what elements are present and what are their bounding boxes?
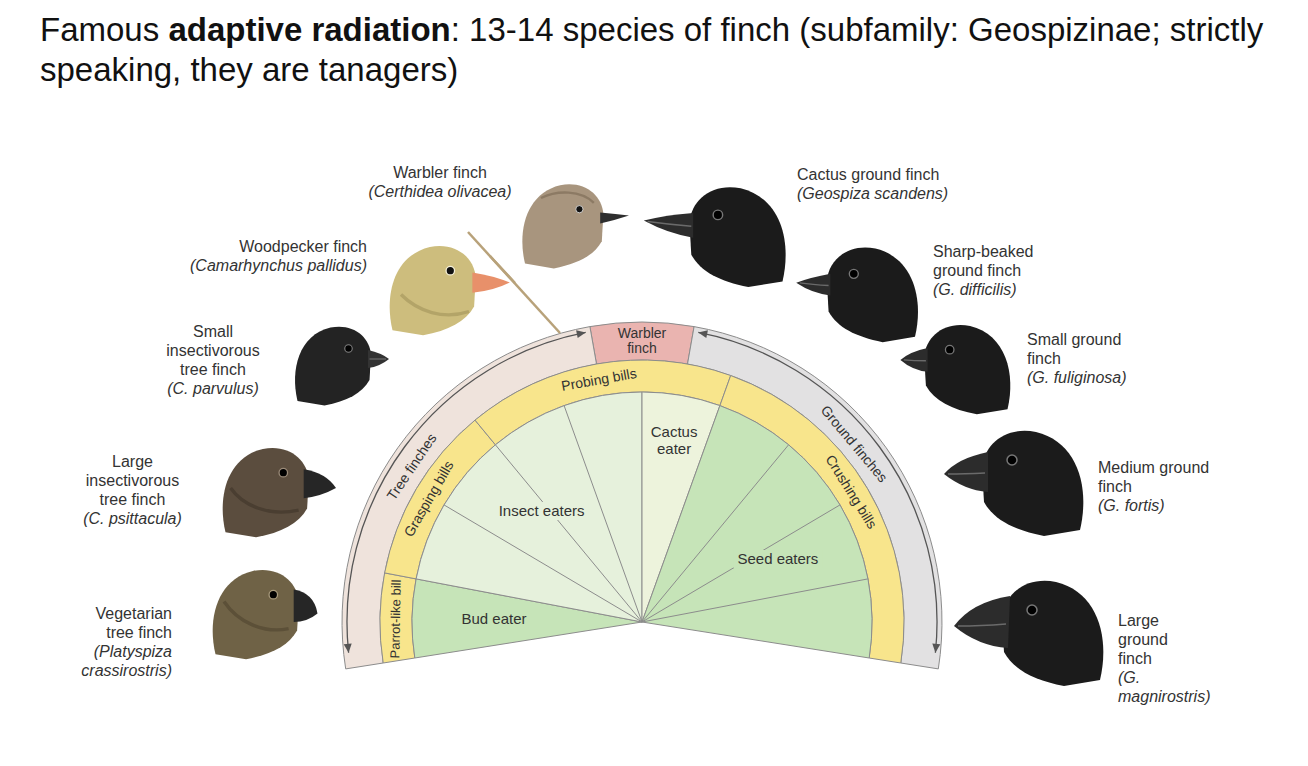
finch-head bbox=[522, 184, 629, 268]
species-name: Medium ground finch bbox=[1098, 458, 1228, 496]
segment-shape bbox=[410, 576, 644, 660]
finch-head bbox=[944, 431, 1083, 536]
finch-head bbox=[213, 570, 318, 659]
species-label-group: Medium ground finch(G. fortis) bbox=[1098, 458, 1228, 515]
segment-label: Warbler finch bbox=[606, 326, 678, 356]
scientific-name: (Geospiza scandens) bbox=[797, 184, 997, 203]
species-name: Cactus ground finch bbox=[797, 165, 997, 184]
scientific-name: (Platyspiza crassirostris) bbox=[72, 642, 172, 680]
segment-label: Grasping bills bbox=[400, 458, 457, 540]
scientific-name: (C. parvulus) bbox=[158, 379, 268, 398]
fan-segment: Crushing bills bbox=[717, 373, 906, 665]
fan-segment: Insect eaters bbox=[414, 390, 644, 624]
segment-label: Probing bills bbox=[560, 365, 638, 395]
finch-head bbox=[295, 327, 389, 406]
segment-outline bbox=[416, 392, 642, 622]
wedge-divider bbox=[642, 445, 789, 622]
species-name: Small insectivorous tree finch bbox=[158, 322, 268, 379]
fan-segment: Seed eaters bbox=[640, 403, 874, 660]
segment-label: Crushing bills bbox=[821, 451, 880, 531]
segment-label: Parrot-like bill bbox=[388, 578, 403, 658]
species-label-group: Large insectivorous tree finch(C. psitta… bbox=[75, 452, 190, 528]
scientific-name: (G. fortis) bbox=[1098, 496, 1228, 515]
text-holder: Cactus eater bbox=[644, 423, 704, 457]
wedge-divider bbox=[444, 505, 642, 622]
scientific-name: (G. fuliginosa) bbox=[1027, 368, 1142, 387]
text-holder: Warbler finch bbox=[606, 326, 678, 356]
wedge-divider bbox=[495, 445, 642, 622]
species-name: Woodpecker finch bbox=[167, 237, 367, 256]
species-label-group: Small insectivorous tree finch(C. parvul… bbox=[158, 322, 268, 398]
species-name: Large insectivorous tree finch bbox=[75, 452, 190, 509]
scientific-name: (G. difficilis) bbox=[933, 280, 1045, 299]
fan-segment: Bud eater bbox=[410, 576, 644, 660]
segment-label: Seed eaters bbox=[737, 550, 818, 568]
segment-outline bbox=[380, 573, 416, 663]
segment-outline bbox=[590, 322, 694, 364]
species-label-group: Sharp-beaked ground finch(G. difficilis) bbox=[933, 242, 1045, 299]
text-holder: Grasping bills bbox=[400, 458, 457, 540]
finch-head bbox=[796, 248, 918, 343]
fan-segment: Ground finches bbox=[685, 324, 944, 671]
finch-head bbox=[223, 448, 336, 537]
fan-segment: Cactus eater bbox=[640, 390, 722, 624]
text-holder: Crushing bills bbox=[821, 451, 880, 531]
fan-segment: Warbler finch bbox=[587, 320, 697, 366]
scientific-name: (G. magnirostris) bbox=[1118, 668, 1218, 706]
cactus-spine bbox=[468, 232, 560, 333]
segment-outline bbox=[642, 406, 872, 658]
segment-shape bbox=[640, 403, 874, 660]
segment-label: Insect eaters bbox=[499, 502, 585, 520]
text-holder: Bud eater bbox=[461, 610, 526, 628]
species-label-group: Vegetarian tree finch(Platyspiza crassir… bbox=[72, 604, 172, 680]
species-name: Large ground finch bbox=[1118, 611, 1188, 668]
species-label-group: Warbler finch(Certhidea olivacea) bbox=[350, 163, 530, 201]
species-label-group: Small ground finch(G. fuliginosa) bbox=[1027, 330, 1142, 387]
scientific-name: (Camarhynchus pallidus) bbox=[167, 256, 367, 275]
species-label-group: Cactus ground finch(Geospiza scandens) bbox=[797, 165, 997, 203]
species-name: Small ground finch bbox=[1027, 330, 1142, 368]
segment-label: Bud eater bbox=[461, 610, 526, 628]
fan-segment: Parrot-like bill bbox=[378, 570, 419, 665]
segment-label: Cactus eater bbox=[644, 423, 704, 457]
text-holder: Seed eaters bbox=[733, 550, 822, 568]
cactus-spine bbox=[490, 256, 515, 283]
finch-head bbox=[900, 325, 1010, 414]
finch-head bbox=[954, 581, 1103, 686]
species-name: Warbler finch bbox=[350, 163, 530, 182]
slide-title: Famous adaptive radiation: 13-14 species… bbox=[40, 10, 1280, 91]
segment-shape bbox=[685, 324, 944, 671]
finch-head bbox=[644, 187, 786, 287]
scientific-name: (C. psittacula) bbox=[75, 509, 190, 528]
wedge-divider bbox=[642, 579, 868, 622]
species-name: Vegetarian tree finch bbox=[72, 604, 172, 642]
wedge-divider bbox=[642, 505, 840, 622]
text-holder: Parrot-like bill bbox=[388, 578, 403, 658]
species-label-group: Woodpecker finch(Camarhynchus pallidus) bbox=[167, 237, 367, 275]
scientific-name: (Certhidea olivacea) bbox=[350, 182, 530, 201]
text-holder: Probing bills bbox=[560, 365, 638, 395]
title-holder: Famous adaptive radiation: 13-14 species… bbox=[40, 10, 1280, 91]
species-label-group: Large ground finch(G. magnirostris) bbox=[1118, 611, 1218, 706]
fan-segment: Grasping bills bbox=[382, 418, 498, 581]
species-name: Sharp-beaked ground finch bbox=[933, 242, 1045, 280]
text-holder: Insect eaters bbox=[495, 502, 589, 520]
segment-shape bbox=[382, 418, 498, 581]
